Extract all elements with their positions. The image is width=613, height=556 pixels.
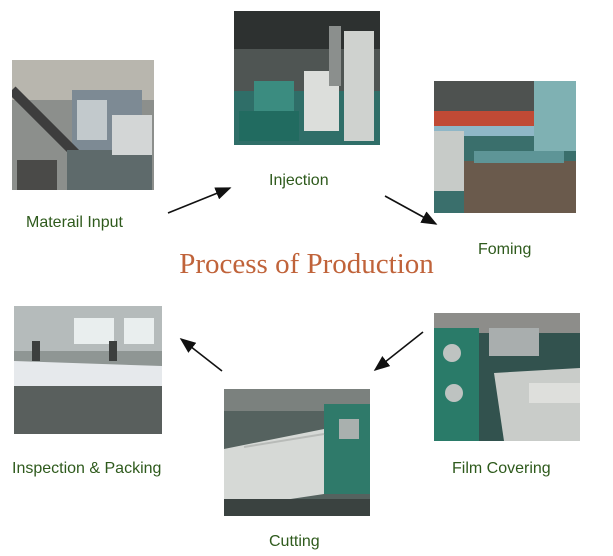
cutting-photo xyxy=(224,389,370,516)
injection-label: Injection xyxy=(269,172,329,189)
injection-photo xyxy=(234,11,380,145)
arrow-input-to-injection xyxy=(167,187,232,214)
film-covering-label: Film Covering xyxy=(452,460,551,477)
material-input-photo xyxy=(12,60,154,190)
material-input-label: Materail Input xyxy=(26,214,123,231)
arrow-cutting-to-inspection xyxy=(179,338,223,372)
film-covering-photo xyxy=(434,313,580,441)
inspection-packing-label: Inspection & Packing xyxy=(12,460,162,477)
inspection-packing-photo xyxy=(14,306,162,434)
arrow-injection-to-foming xyxy=(384,195,438,225)
foming-label: Foming xyxy=(478,241,532,258)
cutting-label: Cutting xyxy=(269,533,320,550)
diagram-title: Process of Production xyxy=(179,248,434,280)
foming-photo xyxy=(434,81,576,213)
arrow-foming-to-film xyxy=(373,331,424,371)
